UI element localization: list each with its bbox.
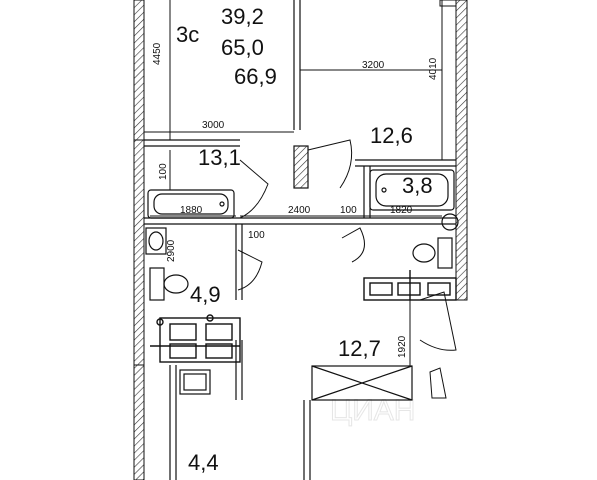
dim-3000: 3000 — [202, 120, 225, 131]
dim-1820: 1820 — [390, 205, 413, 216]
watermark: ЦИАН — [330, 394, 415, 427]
area-with-balcony: 66,9 — [234, 64, 277, 89]
dim-4450: 4450 — [152, 42, 163, 65]
kitchen-counter — [363, 270, 457, 301]
area-living: 39,2 — [221, 4, 264, 29]
dimension-lines — [144, 0, 443, 366]
interior-walls — [144, 0, 456, 480]
dim-4010: 4010 — [428, 57, 439, 80]
storage-cabinet — [179, 369, 211, 395]
toilet-icon — [149, 267, 189, 301]
dim-2400: 2400 — [288, 205, 311, 216]
dim-3200: 3200 — [362, 60, 385, 71]
dim-1880: 1880 — [180, 205, 203, 216]
room-area-bathroom-right: 3,8 — [402, 173, 433, 198]
area-total: 65,0 — [221, 35, 264, 60]
dim-100-mid: 100 — [340, 205, 357, 216]
balcony-crossed — [311, 365, 413, 401]
apartment-type-label: 3с — [176, 22, 199, 47]
sink-right-icon — [441, 213, 459, 231]
bathtub-left — [147, 189, 235, 219]
dim-100-vertical: 100 — [158, 163, 169, 180]
door-swings — [237, 139, 457, 399]
dim-100-small: 100 — [248, 230, 265, 241]
dim-1920: 1920 — [397, 335, 408, 358]
room-area-hall: 12,7 — [338, 336, 381, 361]
sink-icon — [145, 227, 167, 255]
room-area-left: 13,1 — [198, 145, 241, 170]
bathtub-right — [369, 169, 455, 211]
dim-2900: 2900 — [166, 239, 177, 262]
exterior-walls — [133, 0, 468, 480]
room-area-bottom-left: 4,4 — [188, 450, 219, 475]
toilet-right-icon — [412, 237, 453, 269]
room-area-top-right: 12,6 — [370, 123, 413, 148]
room-area-bathroom-left: 4,9 — [190, 282, 221, 307]
washing-machine-block — [150, 314, 241, 363]
